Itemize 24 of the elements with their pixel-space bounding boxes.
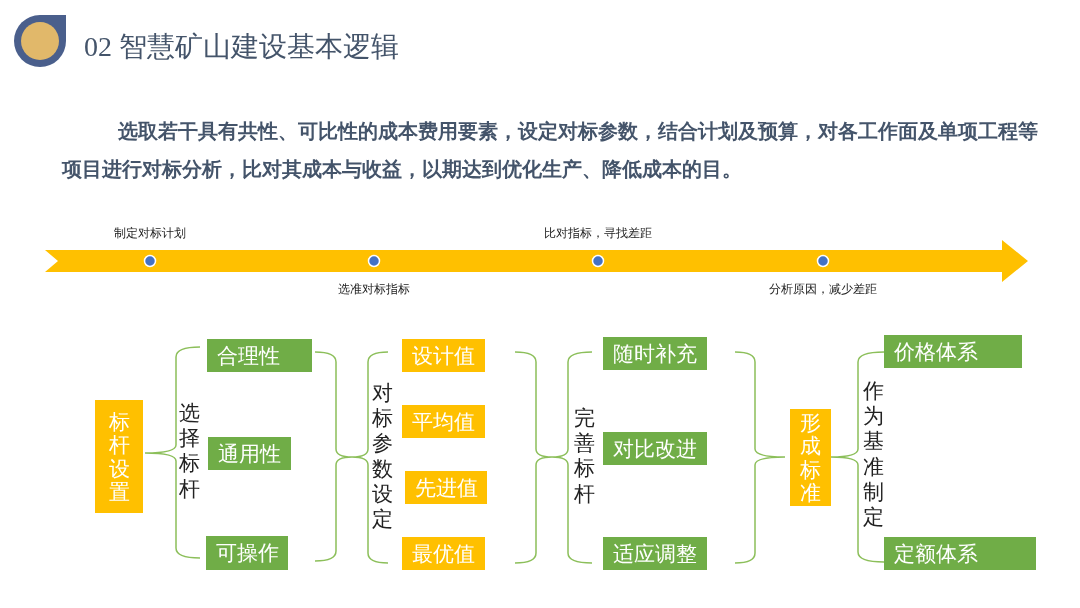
process-box: 定额体系 — [884, 537, 1036, 570]
process-box: 可操作 — [206, 536, 288, 570]
process-box: 设计值 — [402, 339, 485, 372]
process-box: 合理性 — [207, 339, 312, 372]
timeline-label: 制定对标计划 — [114, 225, 186, 242]
vertical-label: 选择标杆 — [179, 400, 200, 501]
description-paragraph: 选取若干具有共性、可比性的成本费用要素，设定对标参数，结合计划及预算，对各工作面及单项工程等项目进行对标分析，比对其成本与收益，以期达到优化生产、降低成本的目。 — [62, 119, 1039, 182]
process-box: 通用性 — [208, 437, 291, 470]
process-box: 适应调整 — [603, 537, 707, 570]
title: 02 智慧矿山建设基本逻辑 — [84, 30, 399, 64]
timeline-label: 分析原因，减少差距 — [769, 281, 877, 298]
process-box: 随时补充 — [603, 337, 707, 370]
vertical-label: 对标参数设定 — [372, 380, 393, 532]
process-box: 先进值 — [405, 471, 487, 504]
timeline-label: 选准对标指标 — [338, 281, 410, 298]
process-box: 平均值 — [402, 405, 485, 438]
vertical-label: 作为基准制定 — [863, 378, 884, 530]
vertical-label: 完善标杆 — [574, 405, 595, 506]
process-box: 最优值 — [402, 537, 485, 570]
vertical-box: 形成标准 — [790, 409, 831, 506]
timeline-label: 比对指标，寻找差距 — [544, 225, 652, 242]
vertical-box: 标杆设置 — [95, 400, 143, 513]
process-box: 对比改进 — [603, 432, 707, 465]
process-box: 价格体系 — [884, 335, 1022, 368]
